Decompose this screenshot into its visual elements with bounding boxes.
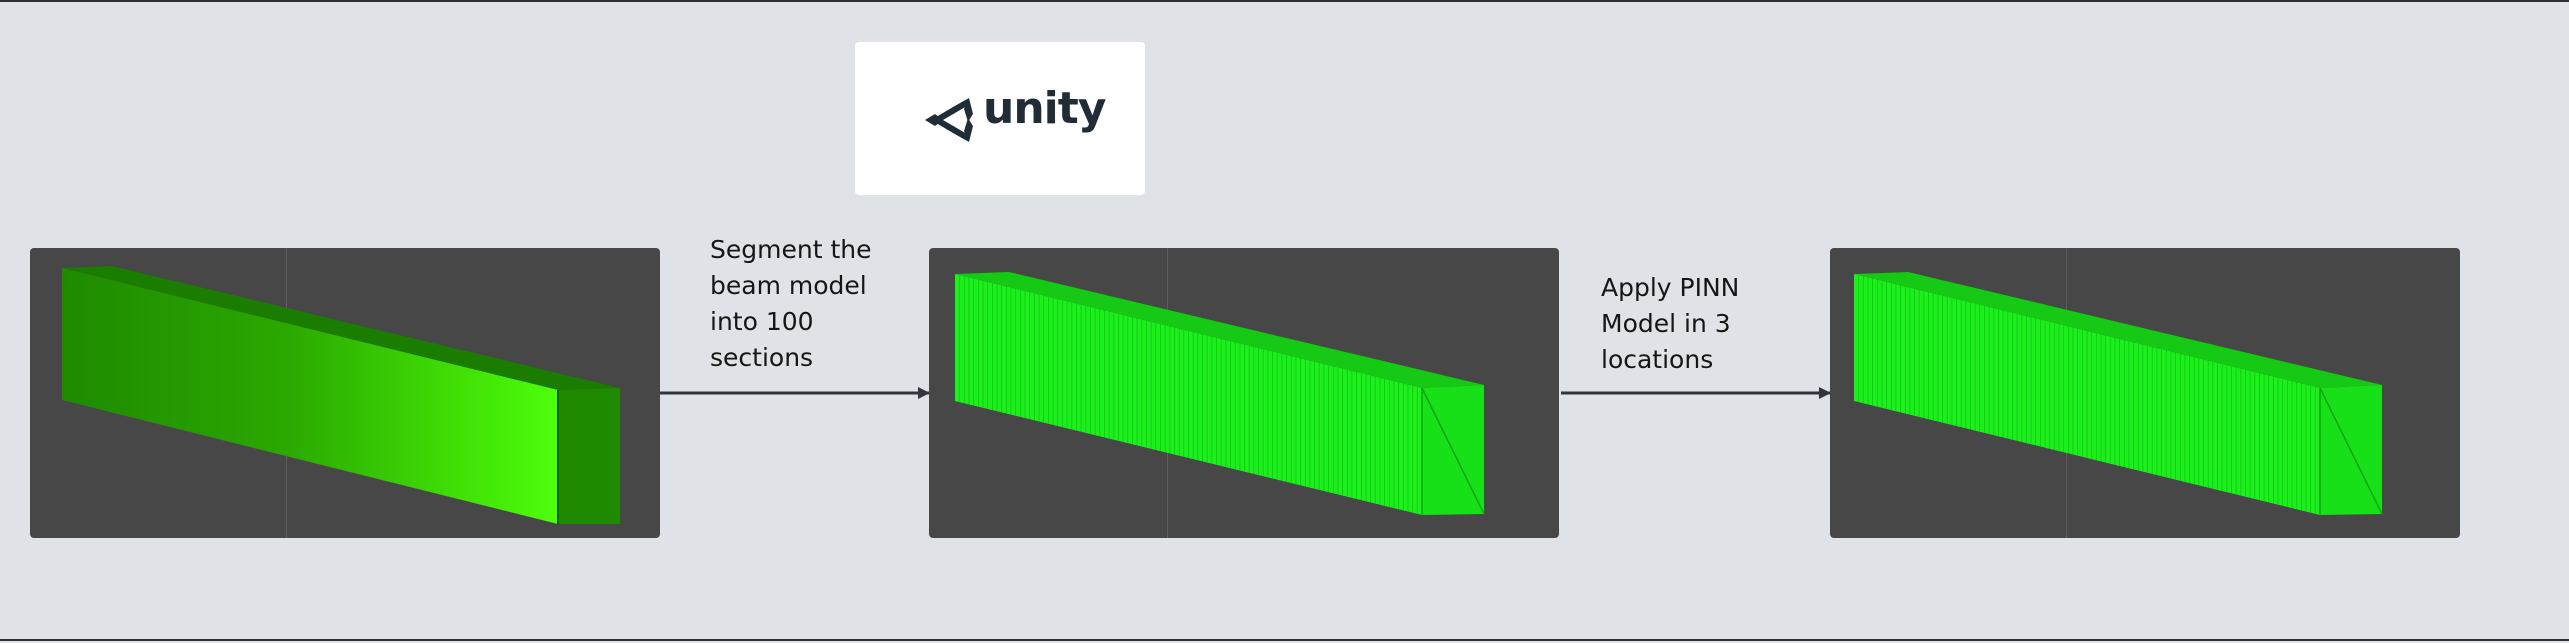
- segmented-beam-shape: [955, 272, 1485, 515]
- segment-step-label: Segment the beam model into 100 sections: [710, 235, 872, 372]
- unity-cube-icon: [925, 98, 973, 142]
- pinn-beam-shape: [1854, 272, 2383, 515]
- original-beam-panel: [30, 248, 660, 538]
- pinn-step-label: Apply PINN Model in 3 locations: [1601, 273, 1740, 374]
- unity-logo-card: unity: [855, 42, 1145, 195]
- pinn-beam-panel: [1830, 248, 2460, 538]
- unity-logo-text: unity: [983, 83, 1106, 134]
- segmented-beam-panel: [929, 248, 1559, 538]
- original-beam-shape: [62, 266, 620, 524]
